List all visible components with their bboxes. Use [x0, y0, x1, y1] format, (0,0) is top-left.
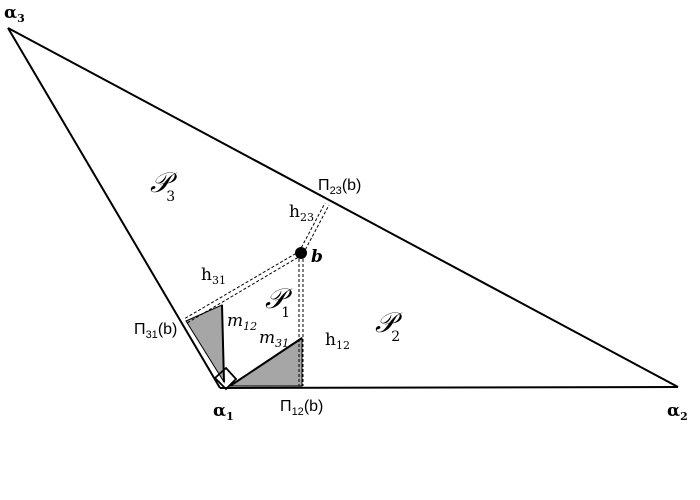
point-b-marker — [295, 247, 307, 259]
projection-line-h31 — [183, 250, 303, 324]
median-label-m31: m31 — [259, 328, 289, 350]
segment-m31 — [229, 337, 303, 387]
region-label-p1: 𝒫1 — [265, 282, 293, 321]
height-label-h23: h23 — [289, 202, 314, 224]
projection-label-pi12: Π12(b) — [280, 398, 323, 418]
vertex-label-a3: α3 — [4, 3, 25, 25]
projection-line-h23 — [298, 202, 330, 255]
region-label-p2: 𝒫2 — [375, 306, 403, 345]
right-angle-marker — [213, 366, 238, 391]
shaded-region-m12 — [185, 304, 225, 384]
projection-label-pi31: Π31(b) — [134, 321, 177, 341]
region-label-p3: 𝒫3 — [150, 166, 178, 205]
height-label-h31: h31 — [201, 265, 226, 287]
height-label-h12: h12 — [325, 330, 350, 352]
edge-a1-a2 — [219, 386, 679, 389]
projection-label-pi23: Π23(b) — [318, 177, 361, 197]
edge-a2-a3 — [7, 27, 679, 388]
median-label-m12: m12 — [227, 311, 257, 333]
vertex-label-a1: α1 — [213, 401, 234, 423]
projection-line-h12 — [298, 254, 304, 386]
point-b-label: b — [311, 247, 323, 267]
edge-a3-a1 — [7, 27, 221, 389]
vertex-label-a2: α2 — [667, 401, 688, 423]
